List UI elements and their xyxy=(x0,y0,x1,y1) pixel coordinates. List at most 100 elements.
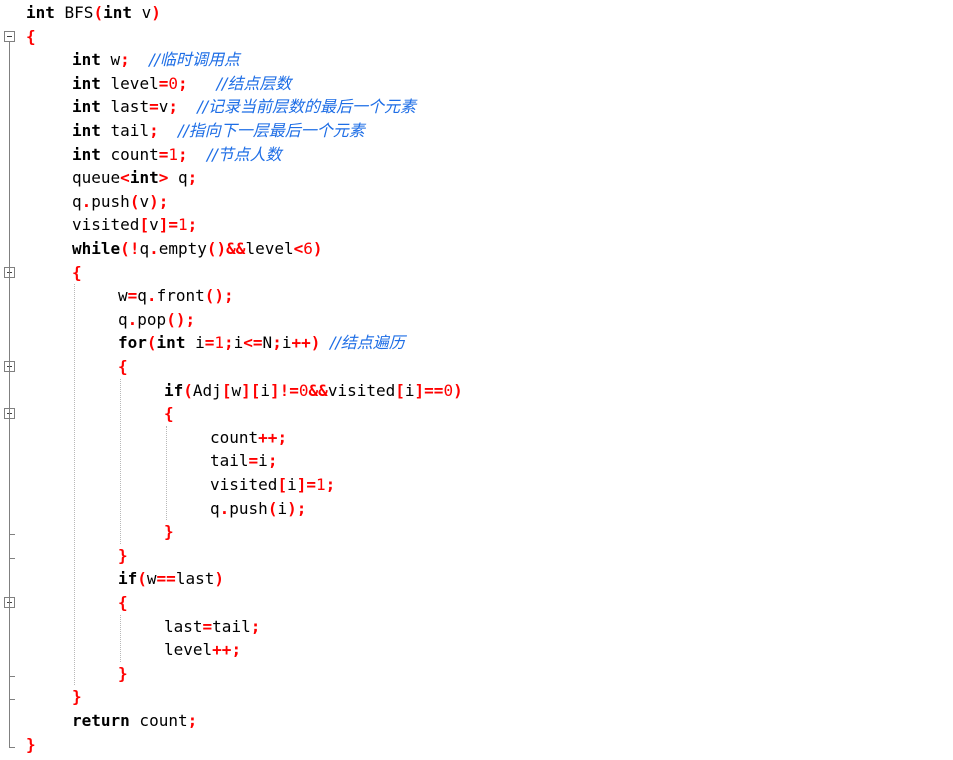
identifier-token: i xyxy=(260,380,270,400)
code-line[interactable]: int level=0; //结点层数 xyxy=(72,72,291,95)
keyword-token: if xyxy=(118,569,138,589)
operator-token: = xyxy=(306,475,316,494)
operator-token: <= xyxy=(243,333,263,353)
fold-range-line xyxy=(9,40,10,748)
operator-token: ) xyxy=(151,3,161,22)
identifier-token: last xyxy=(175,569,215,589)
code-line[interactable]: int BFS(int v) xyxy=(26,1,161,24)
code-line[interactable]: if(w==last) xyxy=(118,567,224,590)
operator-token: && xyxy=(226,239,246,258)
operator-token: . xyxy=(146,286,157,306)
code-line[interactable]: visited[i]=1; xyxy=(210,473,335,496)
operator-token: { xyxy=(118,357,128,376)
code-line[interactable]: w=q.front(); xyxy=(118,284,234,307)
code-line[interactable]: } xyxy=(72,685,82,708)
fold-end-marker xyxy=(9,534,15,536)
code-line[interactable]: if(Adj[w][i]!=0&&visited[i]==0) xyxy=(164,379,463,402)
code-line[interactable]: q.pop(); xyxy=(118,308,195,331)
code-line[interactable]: last=tail; xyxy=(164,615,260,638)
code-line[interactable]: int tail; //指向下一层最后一个元素 xyxy=(72,119,365,142)
code-line[interactable]: q.push(i); xyxy=(210,497,306,520)
operator-token: = xyxy=(204,333,215,353)
code-line[interactable]: while(!q.empty()&&level<6) xyxy=(72,237,323,260)
operator-token: && xyxy=(308,380,328,400)
code-line[interactable]: } xyxy=(164,520,174,543)
identifier-token: visited xyxy=(210,475,278,494)
code-line[interactable]: } xyxy=(118,662,128,685)
identifier-token: N xyxy=(262,333,273,353)
operator-token: ] xyxy=(414,380,425,400)
operator-token: ; xyxy=(120,50,130,70)
operator-token: ( xyxy=(183,380,193,400)
code-line[interactable]: { xyxy=(118,591,128,614)
code-line[interactable]: count++; xyxy=(210,426,287,449)
operator-token: () xyxy=(204,286,224,306)
operator-token: ) xyxy=(214,569,224,589)
code-line[interactable]: for(int i=1;i<=N;i++) //结点遍历 xyxy=(118,331,405,354)
identifier-token: count xyxy=(129,711,188,730)
operator-token: . xyxy=(219,498,230,518)
operator-token: ++ xyxy=(291,333,311,353)
identifier-token: level xyxy=(100,73,159,93)
operator-token: { xyxy=(26,26,36,46)
identifier-token: tail xyxy=(100,121,150,140)
operator-token: ][ xyxy=(241,380,261,400)
code-line[interactable]: return count; xyxy=(72,709,197,732)
code-line[interactable]: int last=v; //记录当前层数的最后一个元素 xyxy=(72,95,416,118)
operator-token: ] xyxy=(296,475,307,494)
code-line[interactable]: { xyxy=(72,261,82,284)
code-line[interactable]: } xyxy=(26,733,36,756)
identifier-token: visited xyxy=(72,215,140,235)
operator-token: != xyxy=(279,380,299,400)
operator-token: = xyxy=(127,286,138,306)
number-token: 0 xyxy=(168,73,178,93)
code-line[interactable]: visited[v]=1; xyxy=(72,213,197,236)
operator-token: ++ xyxy=(258,427,278,447)
identifier-token: v xyxy=(149,215,159,235)
comment-token: //结点遍历 xyxy=(330,333,405,353)
operator-token: ; xyxy=(187,711,198,730)
code-line[interactable]: level++; xyxy=(164,638,241,661)
code-line[interactable]: } xyxy=(118,544,128,567)
code-line[interactable]: queue<int> q; xyxy=(72,166,197,189)
identifier-token: v xyxy=(131,3,152,22)
operator-token: ; xyxy=(177,144,188,164)
keyword-token: while xyxy=(72,239,121,258)
number-token: 0 xyxy=(298,380,309,400)
code-line[interactable]: int w; //临时调用点 xyxy=(72,48,240,71)
identifier-token: BFS xyxy=(54,3,94,22)
code-line[interactable]: q.push(v); xyxy=(72,190,168,213)
indent-guide xyxy=(120,614,121,662)
fold-end-marker xyxy=(9,746,15,748)
identifier-token: push xyxy=(91,191,130,211)
identifier-token: q xyxy=(72,191,82,211)
code-line[interactable]: { xyxy=(26,25,36,48)
fold-end-marker xyxy=(9,557,15,559)
operator-token: [ xyxy=(221,380,232,400)
operator-token: ) xyxy=(312,239,323,258)
code-line[interactable]: int count=1; //节点人数 xyxy=(72,143,282,166)
operator-token: { xyxy=(118,593,128,612)
operator-token: = xyxy=(158,144,169,164)
operator-token: < xyxy=(293,239,304,258)
operator-token: > xyxy=(158,168,169,188)
operator-token: [ xyxy=(277,475,288,494)
keyword-token: int xyxy=(72,73,101,93)
indent-guide xyxy=(74,284,75,686)
number-token: 0 xyxy=(443,380,454,400)
identifier-token xyxy=(188,145,207,164)
code-line[interactable]: tail=i; xyxy=(210,449,277,472)
operator-token: ; xyxy=(185,309,196,329)
code-line[interactable]: { xyxy=(118,355,128,378)
comment-token: //结点层数 xyxy=(216,73,292,93)
operator-token: . xyxy=(149,239,159,258)
operator-token: } xyxy=(72,687,82,707)
identifier-token: tail xyxy=(212,616,251,636)
keyword-token: if xyxy=(164,380,184,400)
keyword-token: return xyxy=(72,711,130,730)
code-line[interactable]: { xyxy=(164,402,174,425)
identifier-token: w xyxy=(100,50,121,70)
operator-token: ] xyxy=(158,215,169,235)
